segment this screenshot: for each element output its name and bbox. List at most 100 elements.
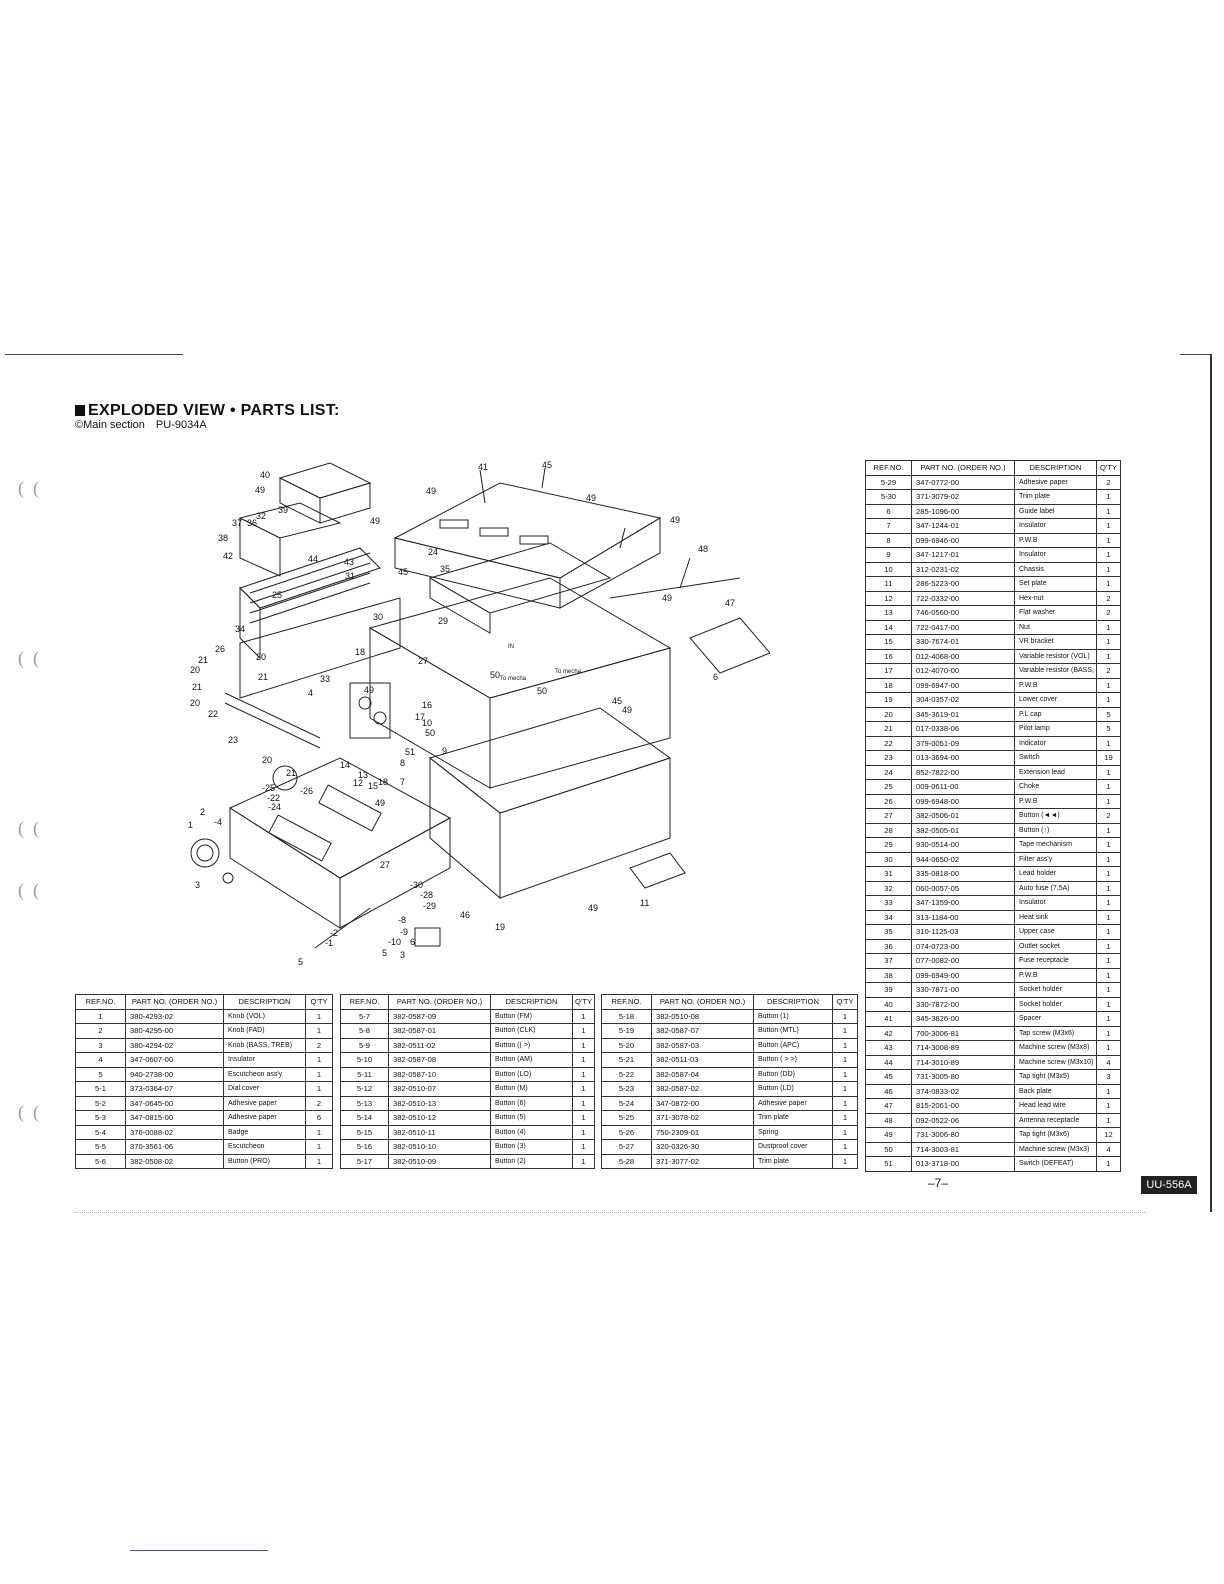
part-number-cell: 320-0326-30 xyxy=(651,1139,754,1155)
ref-cell: 17 xyxy=(865,663,912,679)
ref-cell: 6 xyxy=(865,503,912,519)
escutcheon-shape xyxy=(228,757,452,879)
ref-cell: 24 xyxy=(865,764,912,780)
diagram-label-49: 49 xyxy=(364,685,374,695)
ref-cell: 5-20 xyxy=(601,1037,652,1053)
description-cell: Indicator xyxy=(1014,735,1097,751)
part-number-cell: 330-7871-00 xyxy=(911,982,1015,998)
qty-cell: 1 xyxy=(305,1139,333,1155)
part-number-cell: 382-0587-09 xyxy=(388,1008,491,1024)
ref-cell: 5-9 xyxy=(340,1037,389,1053)
ref-cell: 37 xyxy=(865,953,912,969)
diagram-label-16: 16 xyxy=(422,700,432,710)
ref-cell: 9 xyxy=(865,547,912,563)
description-cell: Button (LO) xyxy=(490,1066,573,1082)
ref-cell: 4 xyxy=(75,1052,126,1068)
diagram-label-24: -24 xyxy=(268,802,281,812)
ref-cell: 5-2 xyxy=(75,1095,126,1111)
part-number-cell: 373-0364-07 xyxy=(125,1081,224,1097)
diagram-label-20: 20 xyxy=(190,698,200,708)
part-number-cell: 330-7872-00 xyxy=(911,996,1015,1012)
description-cell: Variable resistor (VOL) xyxy=(1014,648,1097,664)
ref-cell: 12 xyxy=(865,590,912,606)
ref-cell: 5-12 xyxy=(340,1081,389,1097)
diagram-label-49: 49 xyxy=(375,798,385,808)
part-number-cell: 371-3079-02 xyxy=(911,489,1015,505)
qty-cell: 1 xyxy=(1096,576,1121,592)
ref-cell: 16 xyxy=(865,648,912,664)
diagram-label-49: 49 xyxy=(586,493,596,503)
ref-cell: 40 xyxy=(865,996,912,1012)
description-cell: Button (6) xyxy=(490,1095,573,1111)
diagram-label-20: 20 xyxy=(262,755,272,765)
part-number-cell: 731-3005-80 xyxy=(911,1069,1015,1085)
ref-cell: 34 xyxy=(865,909,912,925)
qty-cell: 1 xyxy=(305,1153,333,1169)
ref-cell: 5-28 xyxy=(601,1153,652,1169)
part-number-cell: 347-1244-01 xyxy=(911,518,1015,534)
description-cell: Button (( >) xyxy=(490,1037,573,1053)
model-badge: UU-556A xyxy=(1141,1176,1197,1194)
qty-cell: 1 xyxy=(1096,837,1121,853)
part-number-cell: 852-7822-00 xyxy=(911,764,1015,780)
diagram-label-13: 13 xyxy=(358,770,368,780)
qty-cell: 1 xyxy=(572,1095,595,1111)
diagram-note-to-mecha: To mecha xyxy=(555,669,582,675)
diagram-label-44: 44 xyxy=(308,554,318,564)
diagram-label-27: 27 xyxy=(418,656,428,666)
qty-cell: 2 xyxy=(305,1095,333,1111)
description-cell: Spacer xyxy=(1014,1011,1097,1027)
ref-cell: 5 xyxy=(75,1066,126,1082)
qty-cell: 1 xyxy=(305,1023,333,1039)
qty-cell: 1 xyxy=(1096,518,1121,534)
section-subtitle: ©Main section PU-9034A xyxy=(75,419,215,431)
description-cell: Badge xyxy=(223,1124,306,1140)
part-number-cell: 099-6947-00 xyxy=(911,677,1015,693)
qty-cell: 19 xyxy=(1096,750,1121,766)
part-number-cell: 714-3008-89 xyxy=(911,1040,1015,1056)
ref-cell: 31 xyxy=(865,866,912,882)
diagram-label-18: 18 xyxy=(378,777,388,787)
ref-cell: 5-11 xyxy=(340,1066,389,1082)
diagram-label-38: 38 xyxy=(218,533,228,543)
diagram-label-9: -9 xyxy=(400,927,408,937)
table-header-row: REF.NO. PART NO. (ORDER NO.) DESCRIPTION… xyxy=(601,994,858,1010)
diagram-label-25: 25 xyxy=(272,590,282,600)
ref-cell: 30 xyxy=(865,851,912,867)
qty-cell: 1 xyxy=(572,1066,595,1082)
diagram-label-47: 47 xyxy=(725,598,735,608)
qty-cell: 1 xyxy=(832,1139,858,1155)
ref-cell: 5-30 xyxy=(865,489,912,505)
description-cell: Head lead wire xyxy=(1014,1098,1097,1114)
ref-cell: 35 xyxy=(865,924,912,940)
description-cell: Antenna receptacle xyxy=(1014,1112,1097,1128)
description-cell: Insulator xyxy=(1014,547,1097,563)
guide-label-shape xyxy=(689,617,770,674)
description-cell: Button (4) xyxy=(490,1124,573,1140)
diagram-label-10: 10 xyxy=(422,718,432,728)
description-cell: Auto fuse (7.5A) xyxy=(1014,880,1097,896)
part-number-cell: 930-0514-00 xyxy=(911,837,1015,853)
desc-header: DESCRIPTION xyxy=(753,994,833,1010)
description-cell: Knob (VOL) xyxy=(223,1008,306,1024)
ref-cell: 5-10 xyxy=(340,1052,389,1068)
ref-cell: 20 xyxy=(865,706,912,722)
qty-cell: 1 xyxy=(1096,880,1121,896)
